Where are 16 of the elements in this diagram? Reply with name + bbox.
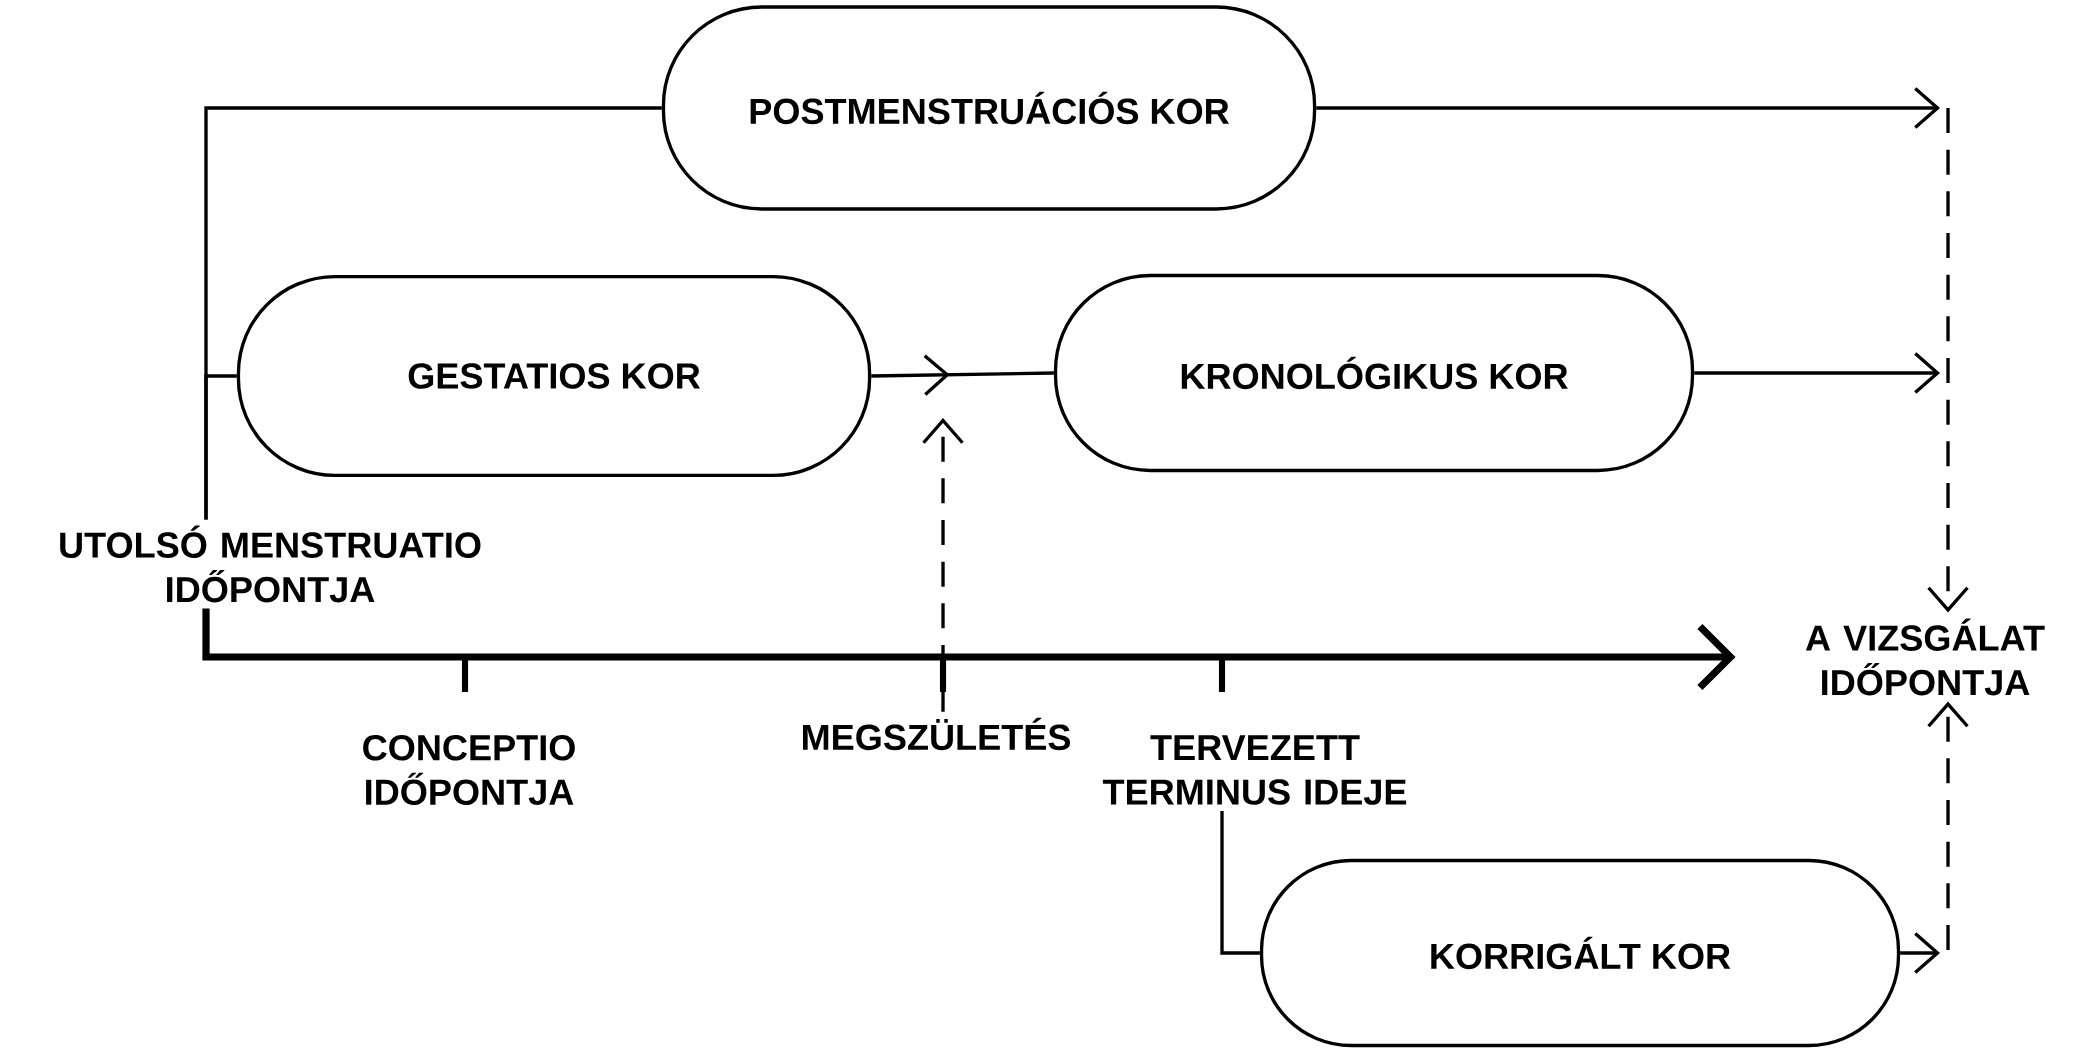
- arrow: [1316, 87, 1940, 129]
- rounded-box: KORRIGÁLT KOR: [1259, 858, 1901, 1048]
- node-text: A VIZSGÁLAT IDŐPONTJA: [1805, 618, 2045, 696]
- dashed-arrow: [1927, 108, 1969, 613]
- rounded-box: GESTATIOS KOR: [236, 274, 872, 478]
- node-text: UTOLSÓ MENSTRUATIO IDŐPONTJA: [60, 525, 481, 603]
- rounded-box: POSTMENSTRUÁCIÓS KOR: [661, 5, 1317, 211]
- connector-line: [204, 374, 237, 520]
- dashed-arrow: [922, 418, 964, 712]
- dashed-arrow: [1927, 701, 1969, 950]
- node-text: TERVEZETT TERMINUS IDEJE: [1102, 735, 1407, 805]
- node-text: MEGSZÜLETÉS: [803, 717, 1071, 751]
- connector-line: [1220, 810, 1260, 955]
- rounded-box: KRONOLÓGIKUS KOR: [1053, 273, 1695, 473]
- axis-label: CONCEPTIO IDŐPONTJA: [363, 735, 575, 805]
- arrow: [1694, 352, 1940, 394]
